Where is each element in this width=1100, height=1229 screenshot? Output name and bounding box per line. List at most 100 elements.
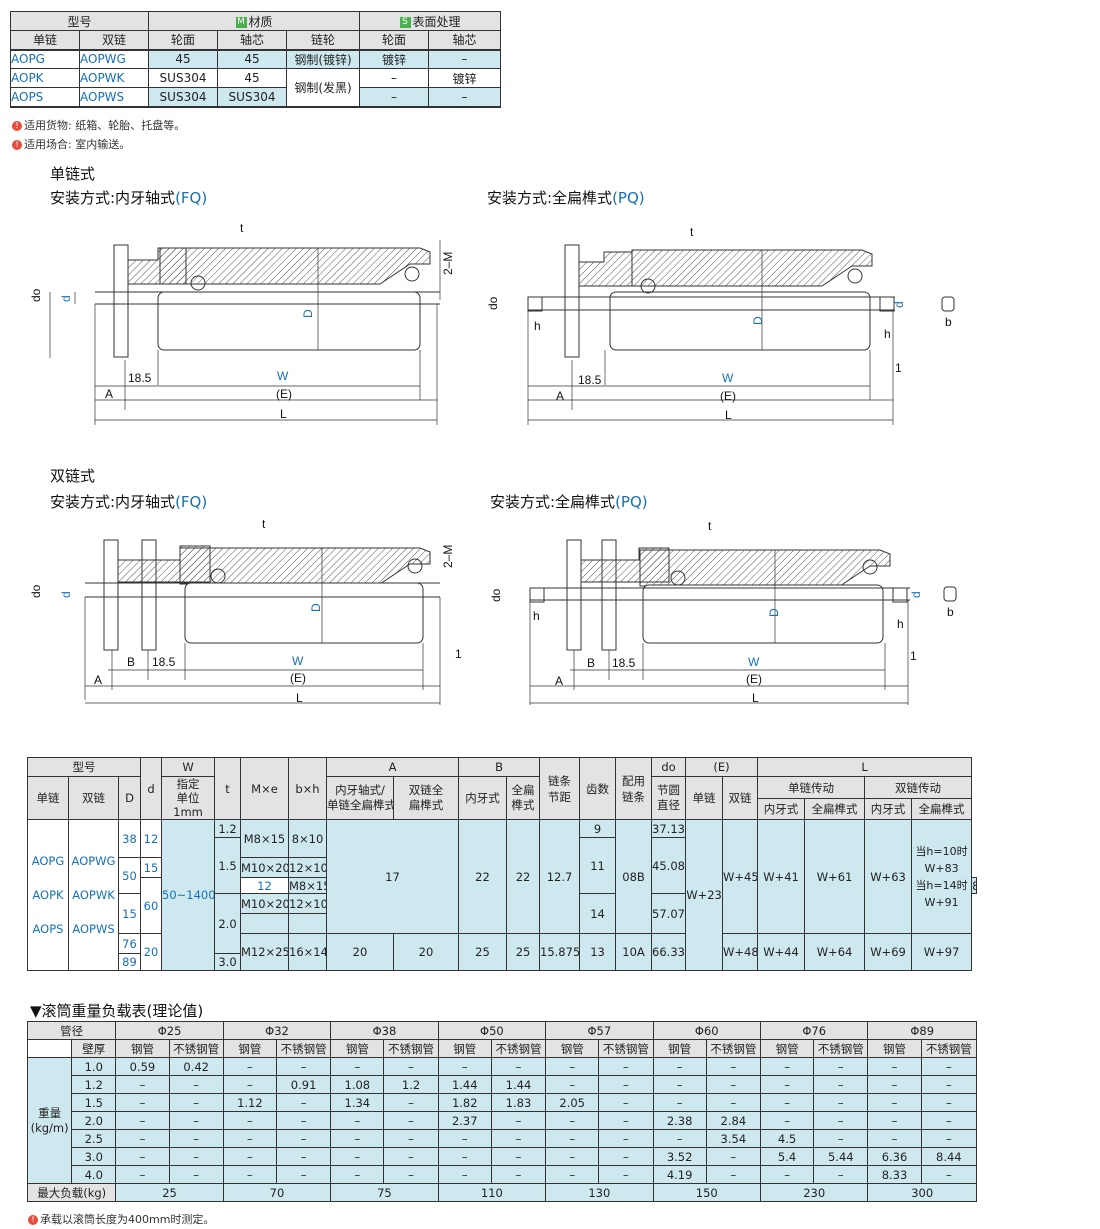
cell: M12×25 bbox=[240, 933, 289, 971]
dim-h-chain: 配用链条 bbox=[615, 757, 653, 820]
wt-cell: – bbox=[275, 1057, 332, 1076]
label-do: do bbox=[29, 288, 43, 302]
wt-cell: – bbox=[598, 1093, 654, 1112]
cell: 镀锌 bbox=[359, 49, 430, 69]
table-row: 89 3.0 bbox=[28, 953, 977, 971]
table-row: 50 15 M10×20 12×10 bbox=[28, 857, 977, 894]
wt-cell: – bbox=[867, 1111, 922, 1130]
wt-cell: – bbox=[705, 1147, 761, 1166]
cell: 钢制(镀锌) bbox=[286, 49, 361, 69]
wt-wall: 3.0 bbox=[71, 1147, 117, 1166]
label-1: 1 bbox=[895, 361, 902, 375]
cell: 3.0 bbox=[214, 953, 241, 971]
dim-h-t: t bbox=[214, 757, 241, 820]
wt-cell: – bbox=[920, 1165, 978, 1184]
cell: W+63 bbox=[864, 819, 913, 934]
note-load: !承载以滚筒长度为400mm时测定。 bbox=[28, 1211, 214, 1227]
wt-cell: – bbox=[705, 1075, 761, 1094]
spec-h-sprocket: 链轮 bbox=[286, 30, 361, 50]
wt-max-label: 最大负载(kg) bbox=[26, 1183, 117, 1202]
wt-cell: 2.05 bbox=[545, 1093, 600, 1112]
cell: SUS304 bbox=[217, 87, 288, 107]
label-d: d bbox=[892, 301, 906, 308]
wt-max: 70 bbox=[222, 1183, 332, 1202]
table-row: AOPS AOPWS SUS304 SUS304 – – bbox=[10, 87, 502, 107]
cell: 60 bbox=[140, 877, 162, 934]
cell: M8×15 bbox=[240, 819, 289, 858]
dim-h-B2: 全扁榫式 bbox=[505, 776, 541, 820]
wt-cell: – bbox=[813, 1057, 869, 1076]
label-L: L bbox=[752, 691, 759, 705]
wt-max: 230 bbox=[759, 1183, 869, 1202]
wt-cell: – bbox=[598, 1075, 654, 1094]
cell: 13 bbox=[579, 933, 617, 971]
table-row bbox=[28, 913, 977, 934]
wt-cell: 1.44 bbox=[490, 1075, 547, 1094]
wt-cell: 2.37 bbox=[437, 1111, 492, 1130]
wt-cell: – bbox=[490, 1111, 547, 1130]
dim-h-model: 型号 bbox=[27, 757, 141, 777]
cell: 17 bbox=[326, 819, 459, 934]
wt-max: 300 bbox=[867, 1183, 977, 1202]
wt-cell: 1.08 bbox=[330, 1075, 385, 1094]
dim-h-W: W bbox=[161, 757, 215, 777]
wt-h-diameter: Φ60 bbox=[652, 1021, 761, 1040]
weight-table-title: ▼滚筒重量负载表(理论值) bbox=[30, 1002, 204, 1020]
wt-cell: – bbox=[920, 1111, 978, 1130]
wt-h-diameter: Φ57 bbox=[545, 1021, 654, 1040]
wt-cell: – bbox=[920, 1129, 978, 1148]
wt-max: 75 bbox=[330, 1183, 439, 1202]
dim-h-single: 单链 bbox=[27, 776, 69, 820]
s-badge-icon: S bbox=[399, 16, 411, 28]
label-t: t bbox=[262, 517, 266, 531]
label-A: A bbox=[556, 389, 564, 403]
label-1: 1 bbox=[455, 647, 462, 661]
wt-cell: – bbox=[383, 1057, 439, 1076]
note-goods: !适用货物: 纸箱、轮胎、托盘等。 bbox=[12, 117, 185, 133]
wt-h-ss: 不锈钢管 bbox=[275, 1039, 332, 1058]
wt-cell: – bbox=[705, 1093, 761, 1112]
model-code: AOPWS bbox=[78, 87, 150, 107]
wt-cell: – bbox=[222, 1129, 278, 1148]
wt-cell: – bbox=[490, 1165, 547, 1184]
dim-h-L1b: 全扁榫式 bbox=[804, 798, 866, 820]
cell: W+23 bbox=[685, 819, 724, 971]
dim-h-pitch: 链条节距 bbox=[539, 757, 581, 820]
table-row: 4.0––––––––––4.19–––8.33– bbox=[28, 1165, 978, 1184]
warning-icon: ! bbox=[12, 121, 22, 131]
wt-cell: – bbox=[813, 1165, 869, 1184]
wt-cell: 6.36 bbox=[867, 1147, 922, 1166]
wt-cell: – bbox=[705, 1057, 761, 1076]
wt-cell: – bbox=[759, 1093, 815, 1112]
cell: 20 bbox=[326, 933, 394, 971]
wt-cell: – bbox=[330, 1057, 385, 1076]
wt-cell: – bbox=[920, 1057, 978, 1076]
dim-h-bh: b×h bbox=[288, 757, 327, 820]
dim-h-B1: 内牙式 bbox=[458, 776, 507, 820]
cell: 10A bbox=[615, 933, 653, 971]
label-D: D bbox=[767, 608, 781, 617]
wt-cell: 3.54 bbox=[705, 1129, 761, 1148]
label-A: A bbox=[105, 387, 113, 401]
wt-cell: – bbox=[275, 1129, 332, 1148]
cell bbox=[288, 913, 327, 934]
wt-h-diameter: Φ89 bbox=[867, 1021, 977, 1040]
cell bbox=[240, 913, 289, 934]
dim-h-E: (E) bbox=[685, 757, 759, 777]
dim-h-D: D bbox=[118, 776, 141, 820]
dim-h-A: A bbox=[326, 757, 459, 777]
cell: 57.07 bbox=[651, 893, 687, 934]
label-18: 18.5 bbox=[128, 371, 152, 385]
wt-max: 150 bbox=[652, 1183, 761, 1202]
wt-cell: – bbox=[705, 1165, 761, 1184]
label-E: (E) bbox=[746, 672, 762, 686]
cell: W+41 bbox=[757, 819, 806, 934]
cell: 20 bbox=[140, 933, 162, 971]
model-code: AOPG bbox=[10, 49, 80, 69]
wt-cell: – bbox=[652, 1093, 707, 1112]
table-row: 60 12 M8×15 8×10 bbox=[28, 877, 977, 934]
